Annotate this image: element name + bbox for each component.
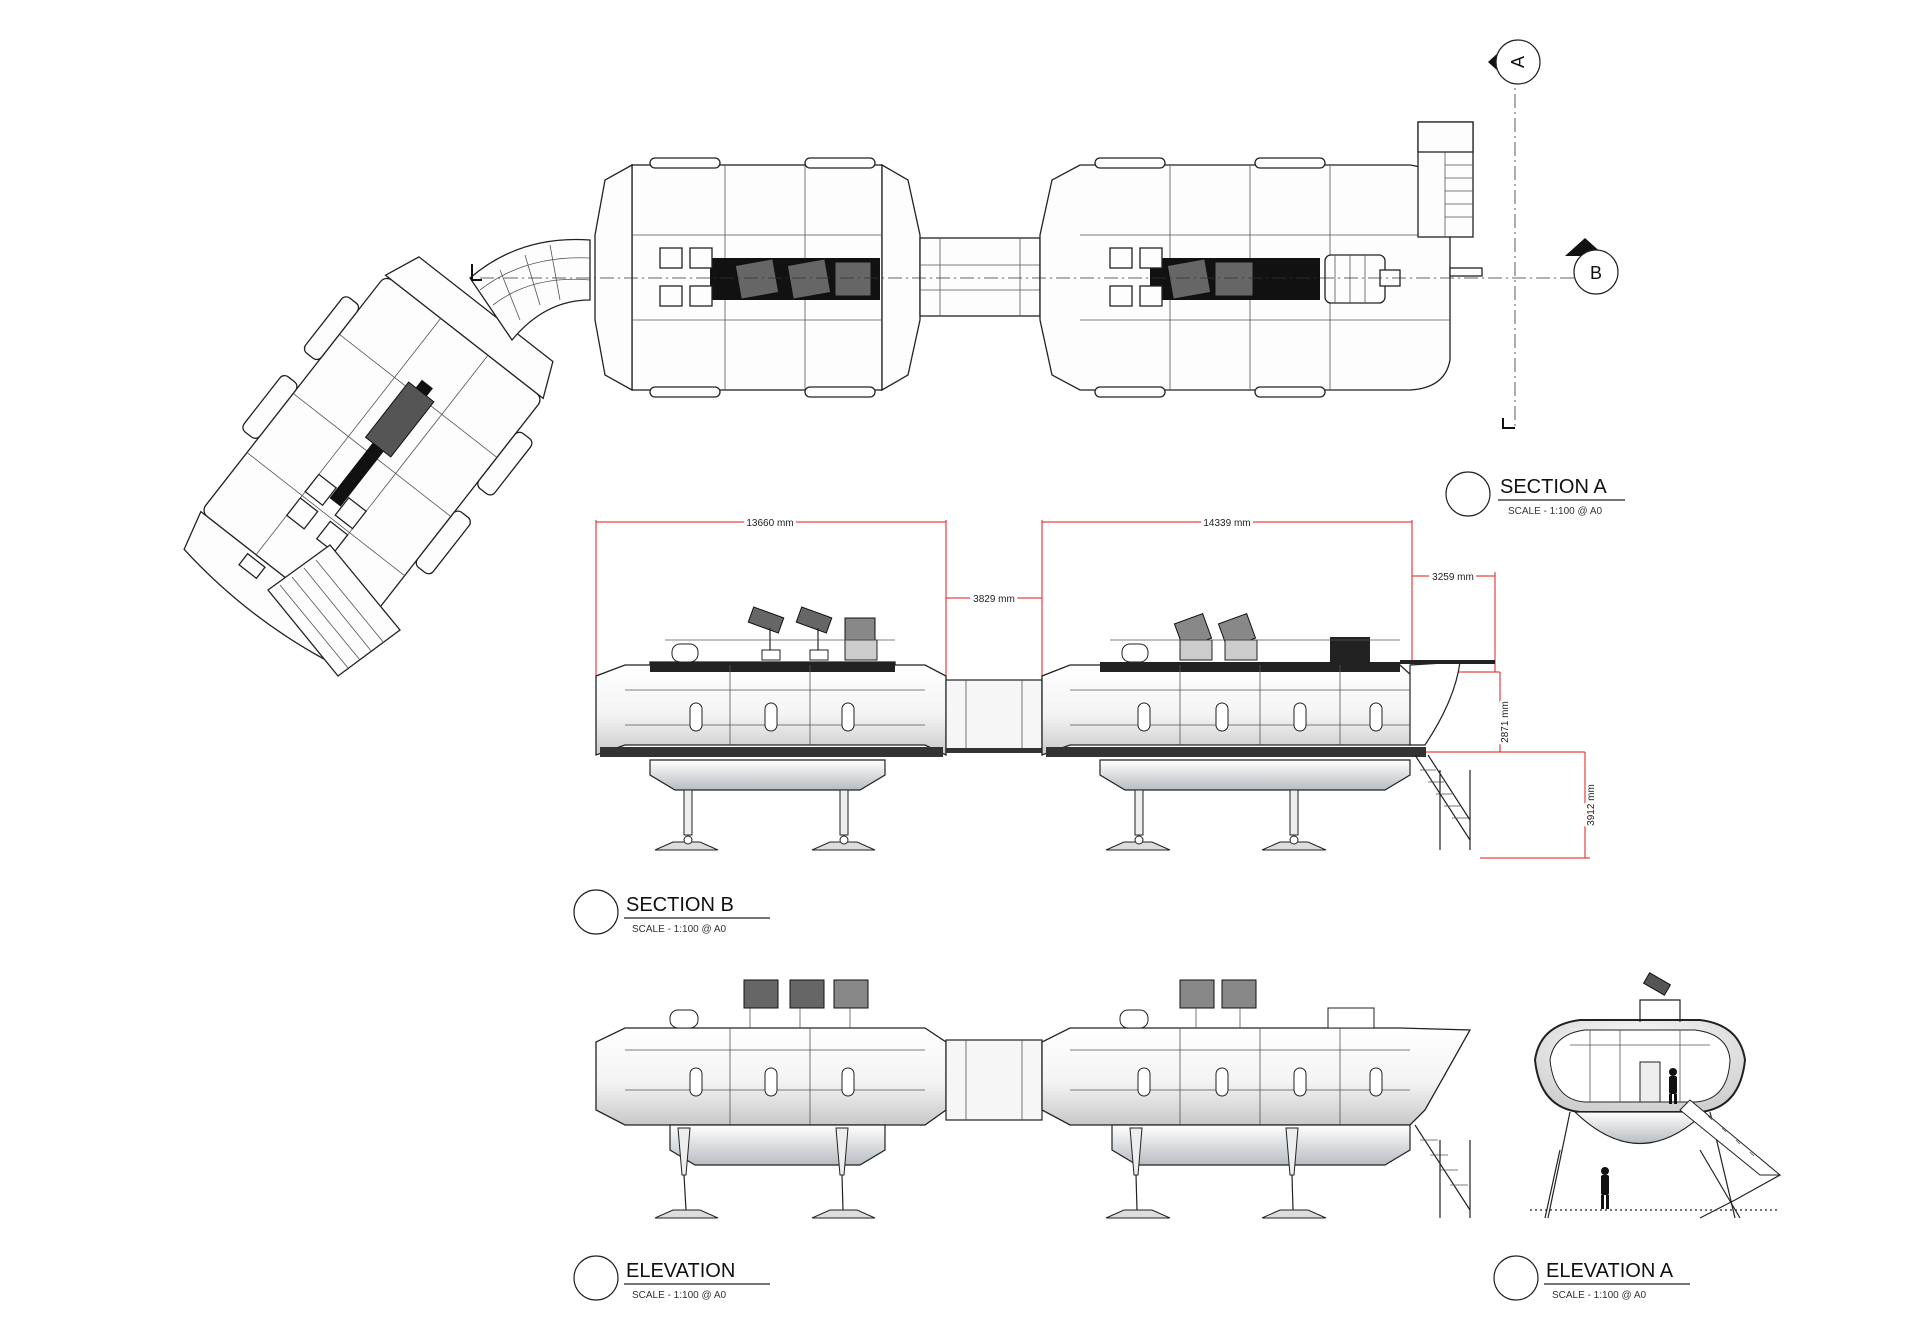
section-a-title-block: SECTION A SCALE - 1:100 @ A0 (1445, 471, 1625, 517)
dim-module-1-length: 13660 mm (746, 518, 793, 529)
plan-module-2 (1039, 157, 1451, 398)
section-a-scale: SCALE - 1:100 @ A0 (1508, 506, 1603, 517)
elevation-a-title-block: ELEVATION A SCALE - 1:100 @ A0 (1493, 1255, 1690, 1301)
elevation-a-view (1530, 972, 1782, 1219)
elevation-a-title: ELEVATION A (1546, 1260, 1674, 1282)
scale-figure-2 (1601, 1167, 1609, 1209)
section-b-link (945, 679, 1043, 753)
section-b-title: SECTION B (626, 894, 734, 916)
plan-module-1 (594, 157, 921, 398)
section-b-title-block: SECTION B SCALE - 1:100 @ A0 (573, 889, 770, 935)
section-b-module-1 (595, 606, 947, 851)
marker-b-label: B (1590, 263, 1602, 283)
scale-figure-1 (1669, 1068, 1677, 1104)
section-marker-b: B (1565, 238, 1619, 295)
elevation-a-scale: SCALE - 1:100 @ A0 (1552, 1290, 1647, 1301)
section-cut-lines (471, 70, 1590, 430)
dim-module-height: 2871 mm (1500, 701, 1511, 743)
elevation-module-1 (595, 979, 947, 1219)
plan-stair-left (238, 544, 401, 677)
plan-view: A B (183, 39, 1619, 677)
elevation-view (595, 979, 1472, 1219)
dim-overhang: 3259 mm (1432, 572, 1474, 583)
dim-module-2-length: 14339 mm (1203, 518, 1250, 529)
dim-leg-height: 3912 mm (1586, 784, 1597, 826)
plan-link (919, 237, 1041, 317)
elevation-scale: SCALE - 1:100 @ A0 (632, 1290, 727, 1301)
marker-a-label: A (1508, 56, 1528, 68)
elevation-title-block: ELEVATION SCALE - 1:100 @ A0 (573, 1255, 770, 1301)
dim-link-length: 3829 mm (973, 594, 1015, 605)
elevation-title: ELEVATION (626, 1260, 735, 1282)
section-b-view: 13660 mm 14339 mm 3829 mm 3259 mm 2871 m… (595, 515, 1600, 859)
plan-stair-right (1417, 121, 1483, 277)
section-b-module-2 (1041, 613, 1495, 851)
section-marker-a: A (1488, 39, 1541, 85)
section-a-title: SECTION A (1500, 476, 1607, 498)
section-b-scale: SCALE - 1:100 @ A0 (632, 924, 727, 935)
elevation-link (945, 1039, 1043, 1121)
elevation-module-2 (1041, 979, 1472, 1219)
plan-curved-tunnel (469, 238, 591, 342)
